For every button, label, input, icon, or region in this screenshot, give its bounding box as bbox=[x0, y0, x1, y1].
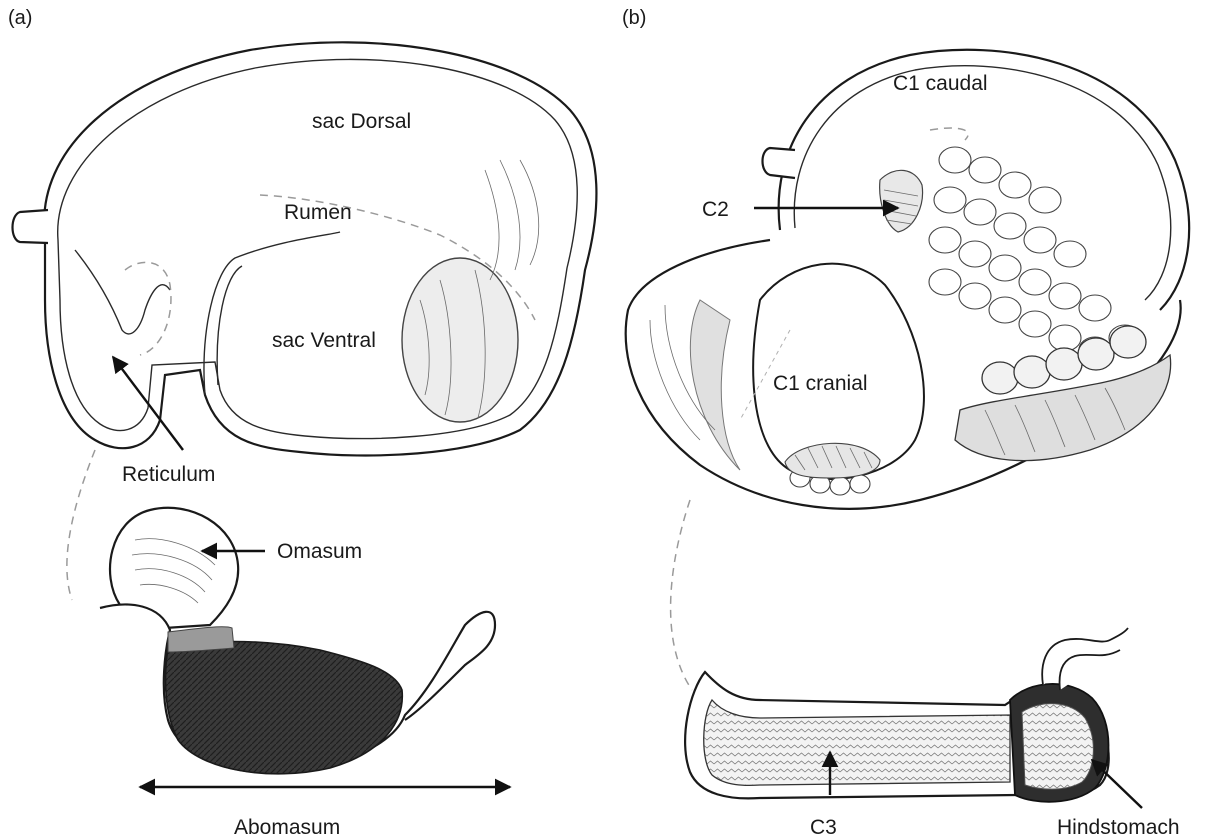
rumen-outer-wall bbox=[44, 42, 596, 455]
c3-hindstomach-drawing bbox=[685, 628, 1128, 802]
c1-cranial-sacs bbox=[785, 443, 880, 495]
c1-cranial-label: C1 cranial bbox=[773, 372, 868, 395]
hindstomach-label: Hindstomach bbox=[1057, 816, 1180, 838]
c3-label: C3 bbox=[810, 816, 837, 838]
reticulum-label: Reticulum bbox=[122, 463, 215, 486]
sac-ventral-label: sac Ventral bbox=[272, 329, 376, 352]
ventral-sac-bulge bbox=[402, 258, 518, 422]
abomasum-dark-region bbox=[165, 642, 402, 774]
rumen-label: Rumen bbox=[284, 201, 352, 224]
omasum-label: Omasum bbox=[277, 540, 362, 563]
abomasum-label: Abomasum bbox=[234, 816, 340, 838]
panel-b: (b) bbox=[622, 7, 1189, 838]
c2-label: C2 bbox=[702, 198, 729, 221]
panel-a-label: (a) bbox=[8, 7, 32, 29]
hindstomach-duodenum bbox=[1042, 628, 1128, 690]
rumen-drawing bbox=[13, 42, 597, 600]
esophagus-stub bbox=[13, 210, 49, 243]
panel-a: (a) sac Dorsal Rumen sac Ventral Reti bbox=[8, 7, 596, 838]
c1-caudal-label: C1 caudal bbox=[893, 72, 988, 95]
panel-b-label: (b) bbox=[622, 7, 646, 29]
sac-dorsal-label: sac Dorsal bbox=[312, 110, 411, 133]
c1-drawing bbox=[626, 50, 1189, 690]
c1-esophagus bbox=[763, 148, 796, 178]
